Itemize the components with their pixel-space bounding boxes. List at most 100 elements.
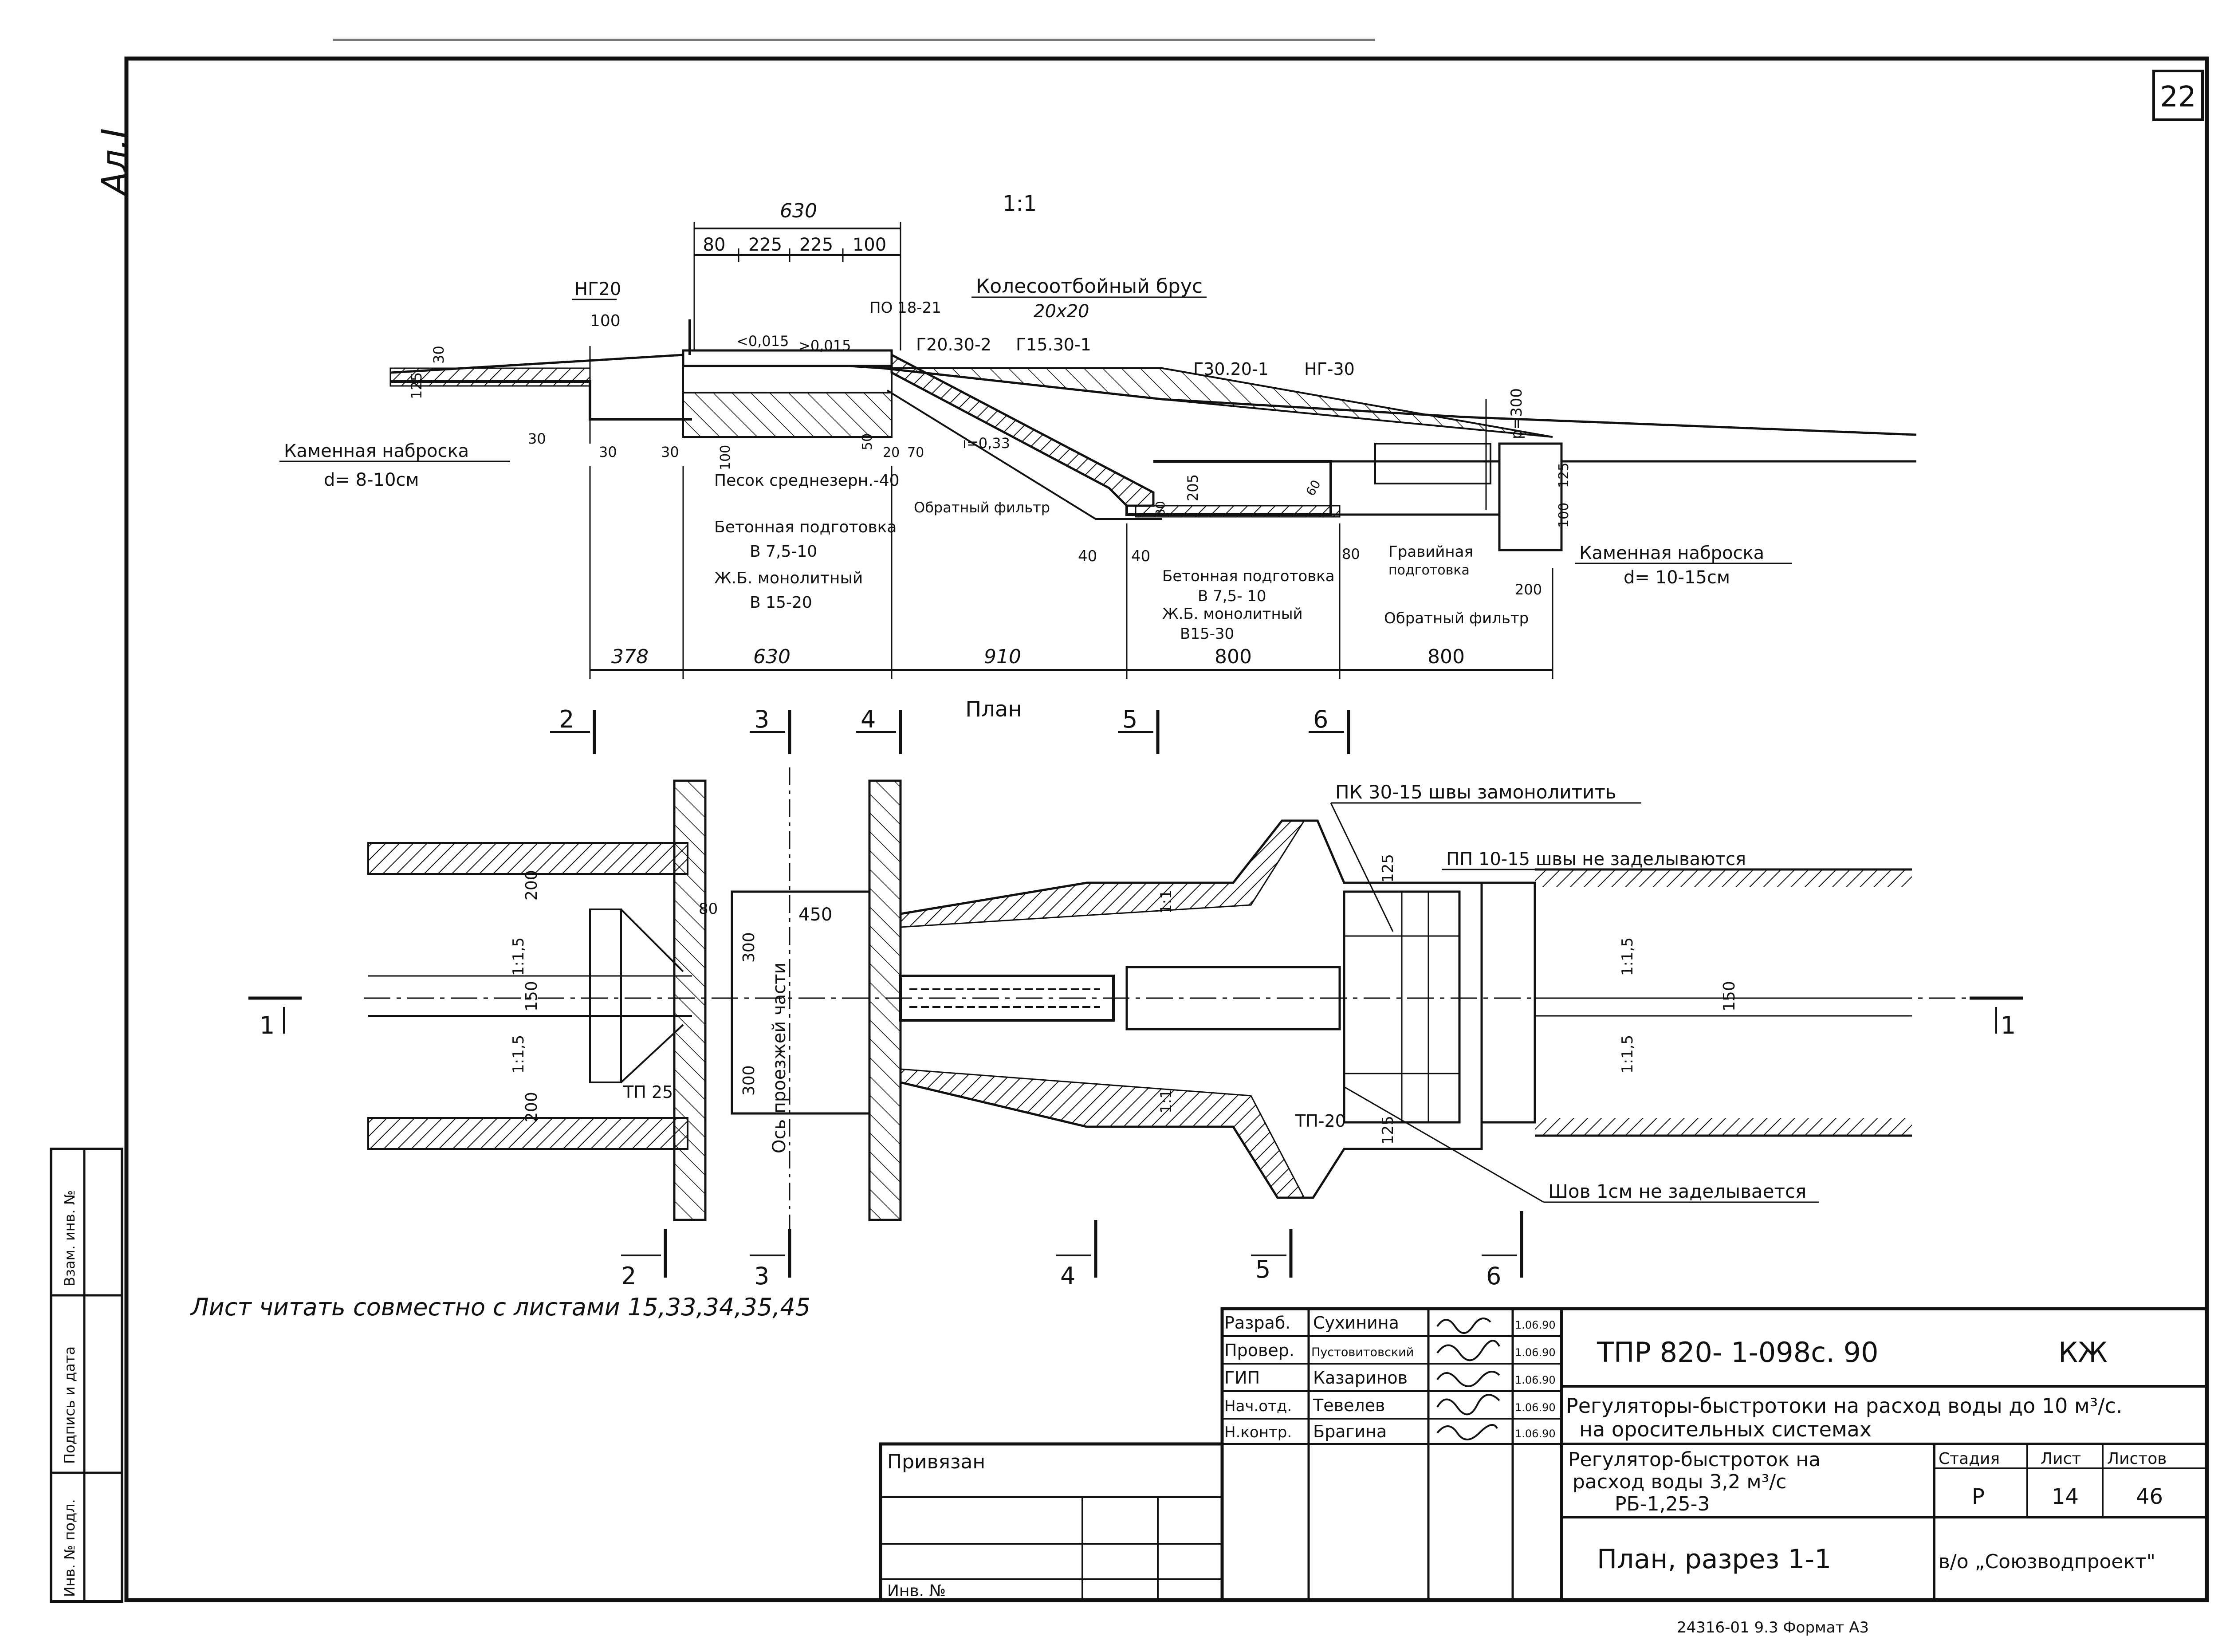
signature-4 [1436,1424,1498,1440]
list-header: Лист [2041,1450,2081,1468]
dim-80-apron: 80 [1342,546,1360,562]
dim-80-basin: 80 [1153,501,1168,517]
slope-1-15-a: 1:1,5 [510,937,527,976]
label-g15: Г15.30-1 [1016,335,1091,354]
dim-125-bottom: 125 [1379,1116,1397,1145]
label-beton1: Бетонная подготовка [714,518,897,536]
date-1: 1.06.90 [1515,1346,1556,1359]
dim-800a: 800 [1215,645,1252,668]
object-title: Регулятор-быстроток на [1568,1448,1821,1471]
end-cutoff-plan [1480,881,1536,1124]
chute-slope-bottom [900,1068,1306,1199]
side-stamp: Инв. № подл. Подпись и дата Взам. инв. № [50,1148,123,1603]
stage-value: Р [1972,1484,1985,1509]
label-beton2: Бетонная подготовка [1162,567,1335,585]
cut-2-top: 2 [559,705,574,733]
cut-1-right: 1 [2001,1011,2016,1039]
apron [1331,460,1501,516]
plan-labels: ПК 30-15 швы замонолитить ПП 10-15 швы н… [510,781,1819,1203]
dim-450: 450 [798,905,832,925]
dim-125-top: 125 [1379,854,1397,883]
project-title: Регуляторы-быстротоки на расход воды до … [1566,1394,2123,1418]
sheet-number: 22 [2160,81,2196,114]
format-footer: 24316-01 9.3 Формат А3 [1677,1619,1869,1636]
label-zhb2-b: В15-30 [1180,625,1234,643]
slope-1-1-a: 1:1 [1157,889,1175,914]
dim-630-bottom: 630 [753,645,790,668]
cut-3-top: 3 [754,705,769,733]
dim-200: 200 [1515,581,1542,598]
dim-60: 60 [1303,477,1323,498]
label-slope3: i=0,33 [963,435,1010,452]
dim-50: 50 [860,433,875,450]
label-slope1: <0,015 [736,333,789,350]
label-slope2: >0,015 [798,337,851,354]
label-po18: ПО 18-21 [869,299,941,317]
label-shov: Шов 1см не заделывается [1548,1180,1806,1202]
end-cutoff [1498,442,1563,551]
culvert-box [731,890,871,1115]
role-3: Нач.отд. [1224,1397,1292,1415]
date-0: 1.06.90 [1515,1319,1556,1331]
title-block [879,1307,2209,1602]
label-kolesootboyny-size: 20x20 [1034,301,1089,322]
label-grav: Гравийная [1388,543,1473,561]
dim-100-road: 100 [718,445,733,470]
embankment-hatch [882,367,1553,438]
road-base [682,365,893,393]
stage-header: Стадия [1939,1450,2000,1468]
label-zhb1-b: В 15-20 [750,594,812,612]
road-foundation [682,392,893,438]
org-name: в/о „Союзводпроект" [1939,1550,2155,1573]
dim-80-plan: 80 [699,900,718,918]
dim-150-right: 150 [1720,981,1738,1011]
cut-4-bottom: 4 [1060,1262,1075,1290]
dim-20: 20 [883,445,900,460]
road-left-edge [673,779,707,1221]
label-ng20: НГ20 [574,279,621,299]
name-3: Тевелев [1313,1396,1385,1415]
read-with-note: Лист читать совместно с листами 15,33,34… [190,1293,810,1321]
name-2: Казаринов [1313,1368,1408,1388]
scale-label: 1:1 [1003,191,1037,216]
dim-378: 378 [611,645,649,668]
privyazan-label: Привязан [887,1451,985,1473]
dim-630-top: 630 [780,200,817,222]
slope-1-15-c: 1:1,5 [1619,937,1636,976]
dim-30-mid: 30 [528,430,546,447]
label-beton2-b: В 7,5- 10 [1198,587,1266,605]
dim-150-left: 150 [523,981,541,1011]
label-pk: ПК 30-15 швы замонолитить [1335,781,1616,803]
section-labels: НГ20 100 Колесоотбойный брус 20x20 ПО 18… [279,275,1792,643]
slope-1-15-d: 1:1,5 [1619,1035,1636,1074]
label-ng30: НГ-30 [1304,359,1355,379]
label-g30: Г30.20-1 [1193,359,1269,379]
sheet-title: План, разрез 1-1 [1597,1544,1831,1575]
dim-125-right: 125 [1556,463,1572,488]
cut-5-bottom: 5 [1255,1255,1270,1283]
section-view [389,319,1917,551]
plan-view [364,767,1974,1233]
dim-40a: 40 [1078,547,1097,565]
role-0: Разраб. [1224,1313,1290,1333]
label-tp20: ТП-20 [1295,1111,1346,1131]
side-vzam: Взам. инв. № [61,1190,78,1286]
dim-200-bottom: 200 [523,1092,541,1122]
cut-1-left: 1 [260,1011,275,1039]
dim-125-left: 125 [408,372,425,399]
plan-title: План [965,697,1022,722]
dim-225a: 225 [748,235,782,255]
label-p300: р=300 [1508,388,1526,439]
dim-800b: 800 [1428,645,1465,668]
side-signature: Подпись и дата [61,1346,78,1464]
signature-0 [1436,1318,1491,1334]
corner-mark: Ал.I [95,128,135,197]
cut-6-top: 6 [1313,705,1328,733]
name-4: Брагина [1313,1422,1387,1441]
cut-3-bottom: 3 [754,1262,769,1290]
project-title-2: на оросительных системах [1579,1417,1872,1441]
cut-marks: 2 3 4 5 6 2 3 4 5 6 1 1 [248,705,2023,1290]
dim-70: 70 [907,445,924,460]
role-4: Н.контр. [1224,1424,1292,1441]
